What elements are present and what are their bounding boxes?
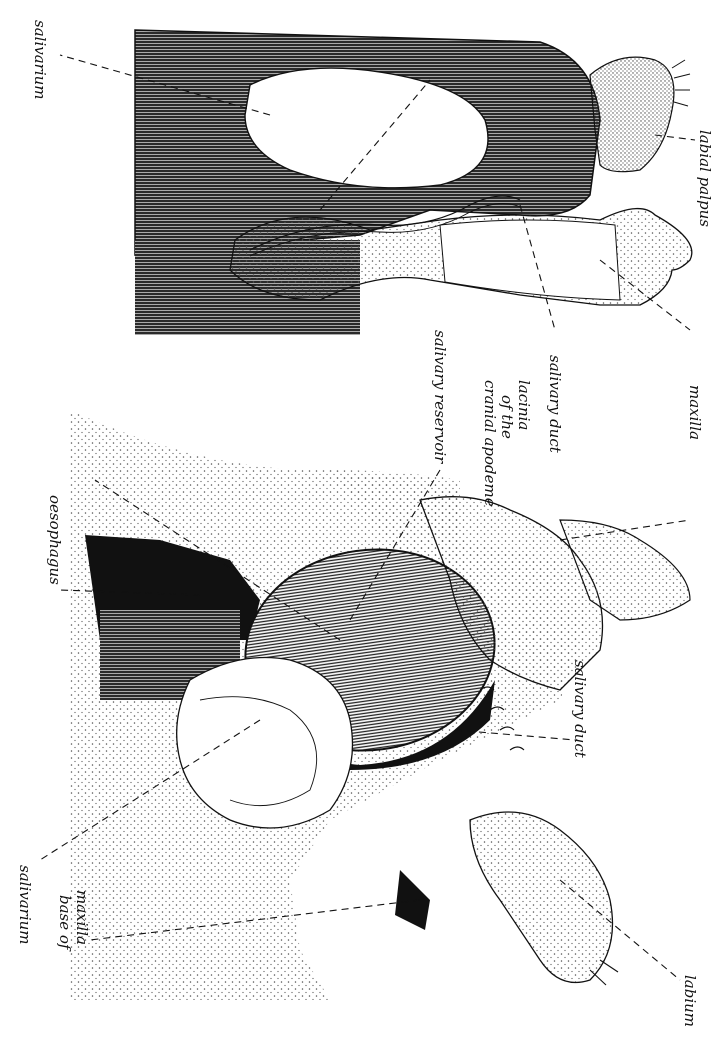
label-labial-palpus: labial palpus: [696, 130, 714, 227]
label-cranial-apodeme-line1: cranial apodeme: [481, 380, 499, 507]
label-salivary-reservoir: salivary reservoir: [431, 330, 449, 464]
label-oesophagus: oesophagus: [46, 495, 64, 585]
label-cranial-apodeme-line2: of the: [498, 395, 516, 439]
label-labium: labium: [681, 975, 699, 1027]
labium-shape: [470, 812, 613, 983]
label-maxilla: maxilla: [686, 385, 704, 440]
label-salivarium-top: salivarium: [31, 20, 49, 100]
label-salivarium-bottom: salivarium: [16, 865, 34, 945]
label-salivary-duct-bottom: salivary duct: [571, 660, 589, 759]
upper-drawing: [135, 30, 692, 335]
upper-labial-palpus: [590, 57, 674, 172]
label-base-of-maxilla-line2: maxilla: [73, 890, 91, 945]
label-base-of-maxilla-line1: base of: [56, 895, 74, 952]
label-salivary-duct-top: salivary duct: [546, 355, 564, 454]
label-cranial-apodeme-line3: lacinia: [515, 380, 533, 430]
